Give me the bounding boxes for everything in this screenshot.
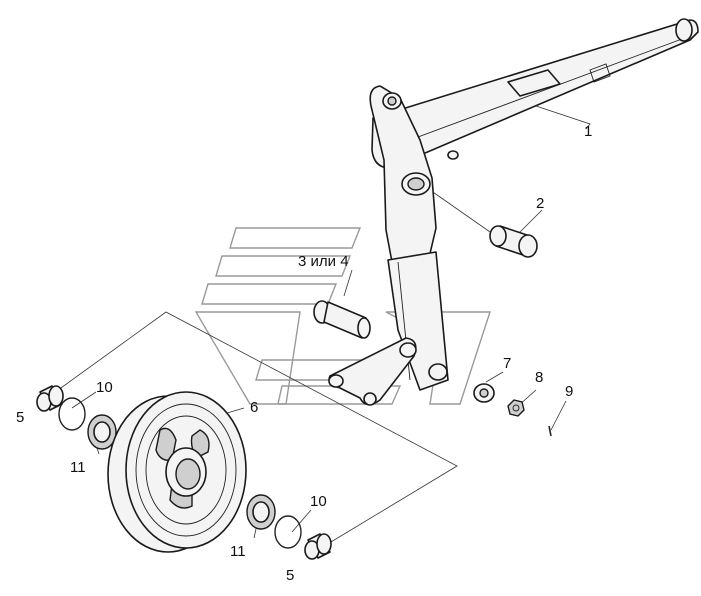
callout-11-right: 11 xyxy=(230,543,246,560)
washer-part-7 xyxy=(473,383,495,403)
callout-5-left: 5 xyxy=(16,409,24,426)
nut-part-8 xyxy=(507,399,525,417)
callout-labels: 1 2 3 или 4 5 10 11 6 7 8 9 10 11 5 xyxy=(16,123,592,584)
callout-3-or-4: 3 или 4 xyxy=(298,253,349,270)
callout-8: 8 xyxy=(535,369,543,386)
callout-7: 7 xyxy=(503,355,511,372)
o-ring-part-10-left xyxy=(58,397,86,431)
bracket-plate xyxy=(369,85,449,391)
bearing-part-11-left xyxy=(87,414,117,450)
callout-9: 9 xyxy=(565,383,573,400)
callout-6: 6 xyxy=(250,399,258,416)
bushing-part-5-left xyxy=(36,385,64,412)
callout-10-right: 10 xyxy=(310,493,327,510)
callout-2: 2 xyxy=(536,195,544,212)
callout-1: 1 xyxy=(584,123,592,140)
arm-part-1 xyxy=(371,18,699,169)
axle-bolt-part-3-4 xyxy=(313,300,371,339)
callout-5-right: 5 xyxy=(286,567,294,584)
lower-link xyxy=(328,337,417,406)
bushing-part-5-right xyxy=(304,533,332,560)
o-ring-part-10-right xyxy=(274,515,302,549)
callout-10-left: 10 xyxy=(96,379,113,396)
bearing-part-11-right xyxy=(246,494,276,530)
bushing-part-2 xyxy=(489,225,538,258)
leader-lines xyxy=(46,103,591,552)
wheel-part-6 xyxy=(107,391,247,553)
callout-11-left: 11 xyxy=(70,459,86,476)
cotter-pin-part-9 xyxy=(548,425,552,437)
